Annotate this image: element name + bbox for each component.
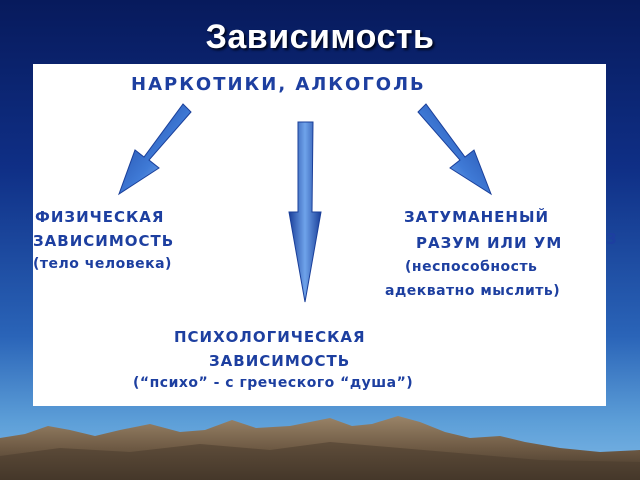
label-mind-line4: адекватно мыслить) bbox=[385, 283, 561, 299]
arrow-down-center-icon bbox=[288, 121, 322, 303]
slide-title: Зависимость bbox=[205, 18, 435, 56]
diagram-panel: НАРКОТИКИ, АЛКОГОЛЬ ФИЗИЧЕСКАЯ ЗАВИСИМОС… bbox=[33, 64, 617, 406]
arrows-layer bbox=[118, 103, 493, 303]
mountain-range-icon bbox=[0, 416, 640, 480]
label-mind-line2: РАЗУМ ИЛИ УМ bbox=[416, 234, 563, 252]
label-mind-line1: ЗАТУМАНЕНЫЙ bbox=[404, 208, 550, 226]
label-drugs-alcohol: НАРКОТИКИ, АЛКОГОЛЬ bbox=[131, 74, 426, 95]
edge-mark: З bbox=[606, 230, 617, 248]
arrow-left-diagonal-icon bbox=[118, 103, 192, 196]
label-physical-line3: (тело человека) bbox=[33, 256, 172, 272]
label-psych-line2: ЗАВИСИМОСТЬ bbox=[209, 352, 351, 370]
label-physical-line1: ФИЗИЧЕСКАЯ bbox=[35, 208, 165, 226]
label-mind-line3: (неспособность bbox=[405, 259, 538, 275]
label-psych-line3: (“психо” - с греческого “душа”) bbox=[133, 375, 414, 391]
arrow-right-diagonal-icon bbox=[417, 103, 493, 196]
label-psych-line1: ПСИХОЛОГИЧЕСКАЯ bbox=[174, 328, 366, 346]
label-physical-line2: ЗАВИСИМОСТЬ bbox=[33, 232, 175, 250]
